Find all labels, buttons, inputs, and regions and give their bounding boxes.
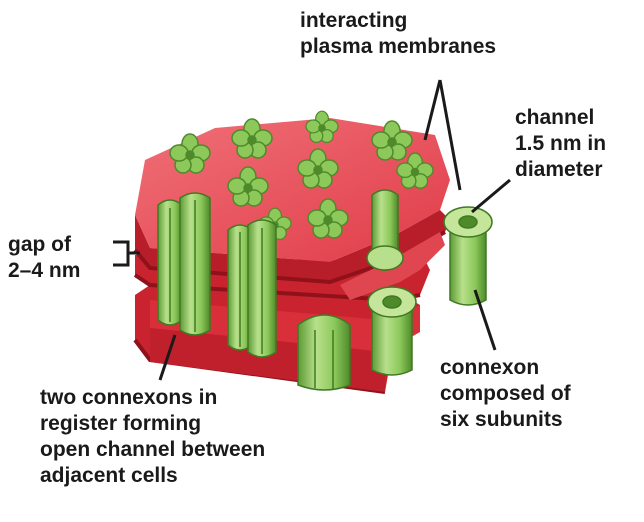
- connexon-ring-middle: [366, 245, 404, 271]
- register-pointer: [158, 334, 177, 381]
- label-channel-diameter: channel 1.5 nm in diameter: [515, 105, 606, 183]
- label-line: two connexons in: [40, 386, 218, 409]
- label-two-connexons: two connexons in register forming open c…: [40, 385, 265, 489]
- connexon-top-4: [371, 120, 413, 161]
- free-connexons: [366, 189, 493, 376]
- membranes-pointer-1: [423, 79, 442, 141]
- connexon-top-1: [169, 133, 211, 174]
- connexon-channel-front: [382, 295, 402, 309]
- label-line: gap of: [8, 233, 71, 256]
- connexon-top-3: [305, 110, 339, 144]
- membrane-front-step: [150, 300, 420, 352]
- label-line: plasma membranes: [300, 35, 497, 58]
- connexon-tube-5: [297, 314, 351, 391]
- label-connexon-subunits: connexon composed of six subunits: [440, 355, 571, 433]
- cut-face-connexons: [157, 192, 351, 391]
- label-line: register forming: [40, 412, 202, 435]
- label-gap: gap of 2–4 nm: [8, 232, 80, 284]
- label-line: channel: [515, 106, 595, 129]
- label-line: six subunits: [440, 408, 563, 431]
- connexon-top-5: [297, 148, 339, 189]
- connexon-top-6: [227, 166, 269, 207]
- membranes-pointer-2: [438, 79, 462, 191]
- channel-pointer: [471, 178, 511, 214]
- label-line: 2–4 nm: [8, 259, 81, 282]
- connexon-pointer: [473, 289, 497, 351]
- leader-lines: [113, 79, 511, 381]
- label-line: open channel between: [40, 438, 266, 461]
- label-line: composed of: [440, 382, 571, 405]
- label-line: connexon: [440, 356, 540, 379]
- label-line: diameter: [515, 158, 603, 181]
- label-line: 1.5 nm in: [515, 132, 607, 155]
- label-line: adjacent cells: [40, 464, 178, 487]
- label-interacting-membranes: interacting plasma membranes: [300, 8, 496, 60]
- gap-bracket: [113, 240, 130, 267]
- connexon-channel-right: [458, 215, 478, 229]
- connexon-top-7: [307, 198, 349, 239]
- label-line: interacting: [300, 9, 408, 32]
- connexon-top-2: [231, 118, 273, 159]
- connexon-top-9: [396, 152, 434, 189]
